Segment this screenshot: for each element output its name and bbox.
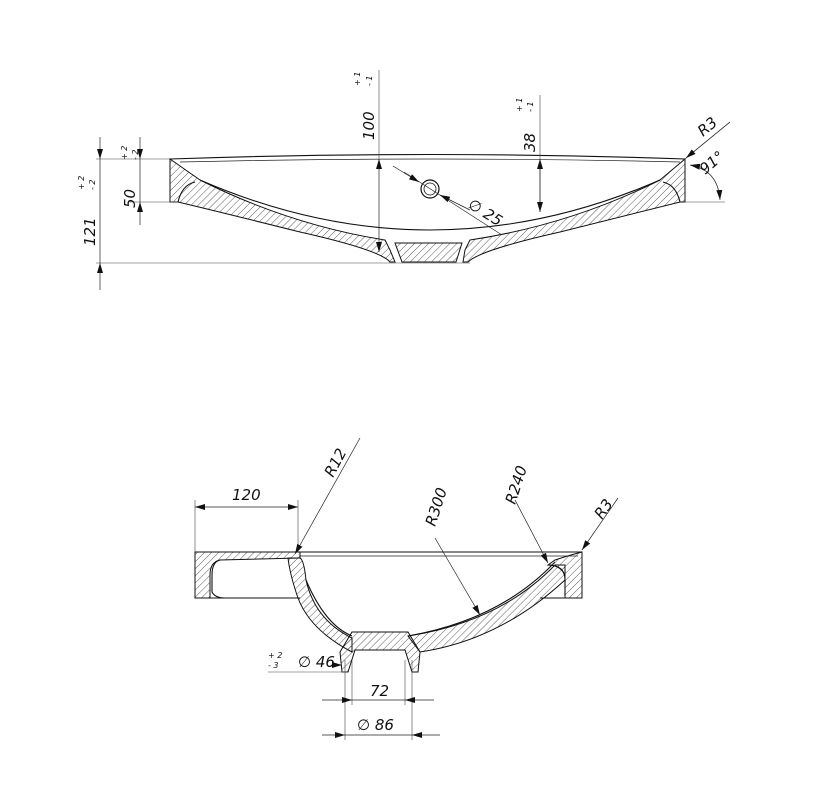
svg-text:+ 1: + 1 [515,98,524,112]
bottom-left-ledge-section [194,551,301,599]
label-38: 38 [521,133,539,152]
label-dia-86: ∅ 86 [357,716,394,734]
label-r240: R240 [502,464,531,507]
svg-text:- 2: - 2 [131,149,140,160]
svg-text:+ 2: + 2 [268,651,282,660]
label-121: 121 [81,217,99,246]
svg-text:+ 2: + 2 [77,176,86,190]
top-drain-section [394,242,463,263]
label-50: 50 [121,189,139,208]
svg-text:- 1: - 1 [365,75,374,86]
label-angle-91: 91° [696,147,728,178]
bottom-section-view: 120 R12 R300 R240 R3 + 2 - 3 ∅ 46 72 ∅ 8… [194,437,619,740]
label-100: 100 [360,111,378,140]
label-120: 120 [232,486,261,504]
svg-text:- 3: - 3 [268,661,279,670]
top-left-rim-section [169,158,396,263]
top-section-view: 121 + 2 - 2 50 + 2 - 2 100 + 1 - 1 38 + … [77,70,731,290]
label-r3-top: R3 [694,113,721,140]
label-72: 72 [370,682,389,700]
svg-text:- 2: - 2 [88,179,97,190]
bottom-left-wall-section [287,557,353,653]
top-rim-line [169,153,686,160]
svg-text:- 1: - 1 [526,101,535,112]
top-bowl-curve [199,179,661,231]
label-r300: R300 [422,486,451,529]
top-right-rim-section [462,157,686,263]
svg-text:+ 1: + 1 [353,72,362,86]
bottom-right-wall-section [407,564,566,653]
label-dia-25: ∅ 25 [465,195,506,230]
svg-text:+ 2: + 2 [120,146,129,160]
label-r3-bottom: R3 [591,496,617,523]
label-dia-46: ∅ 46 [298,653,335,671]
angle-91-arc [689,163,723,201]
